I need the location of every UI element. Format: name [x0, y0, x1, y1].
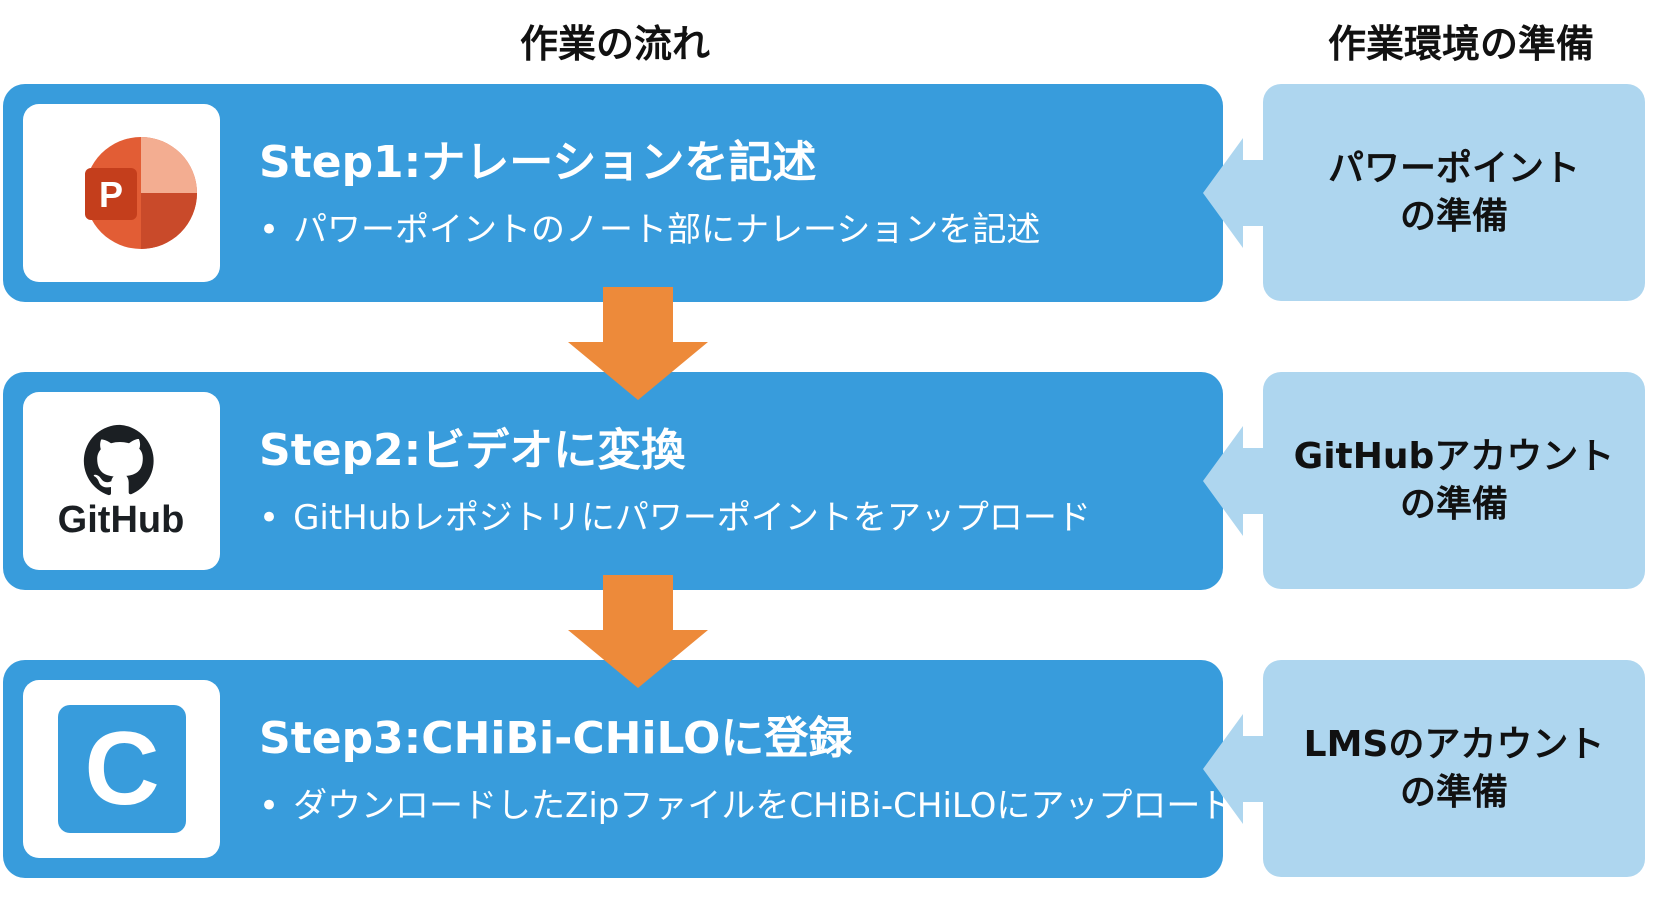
left-arrow-icon	[1203, 426, 1265, 536]
prep-lms-line2: の準備	[1399, 771, 1508, 813]
step-3-box: C Step3:CHiBi-CHiLOに登録 • ダウンロードしたZipファイルを…	[3, 660, 1234, 878]
powerpoint-icon: P	[23, 104, 220, 282]
prep-github-line2: の準備	[1399, 483, 1508, 525]
step-2-description-row: • GitHubレポジトリにパワーポイントをアップロード	[259, 490, 1091, 539]
step-3-description: ダウンロードしたZipファイルをCHiBi-CHiLOにアップロード	[293, 786, 1235, 826]
bullet: •	[259, 786, 280, 826]
prep-box-lms: LMSのアカウント の準備	[1263, 660, 1645, 877]
step-3-title: Step3:CHiBi-CHiLOに登録	[259, 713, 853, 764]
chibi-chilo-icon: C	[23, 680, 220, 858]
step-1-title: Step1:ナレーションを記述	[259, 137, 817, 188]
prep-lms-line1: LMSのアカウント	[1303, 723, 1605, 765]
prep-box-powerpoint: パワーポイント の準備	[1263, 84, 1645, 301]
powerpoint-icon-letter: P	[99, 174, 123, 215]
chibi-chilo-icon-letter: C	[84, 711, 159, 827]
step-3-description-row: • ダウンロードしたZipファイルをCHiBi-CHiLOにアップロード	[259, 778, 1234, 827]
down-arrow-icon	[568, 575, 708, 688]
prep-powerpoint-line1: パワーポイント	[1327, 147, 1580, 189]
step-2-box: GitHub Step2:ビデオに変換 • GitHubレポジトリにパワーポイント…	[3, 372, 1223, 590]
github-wordmark: GitHub	[58, 499, 185, 541]
environment-heading: 作業環境の準備	[1327, 22, 1594, 66]
prep-box-github: GitHubアカウント の準備	[1263, 372, 1645, 589]
github-icon: GitHub	[23, 392, 220, 570]
down-arrow-icon	[568, 287, 708, 400]
prep-github-line1: GitHubアカウント	[1293, 435, 1615, 477]
prep-powerpoint-line2: の準備	[1399, 195, 1508, 237]
bullet: •	[259, 210, 280, 250]
step-2-title: Step2:ビデオに変換	[259, 425, 686, 476]
step-1-description: パワーポイントのノート部にナレーションを記述	[293, 210, 1041, 250]
left-arrow-icon	[1203, 714, 1265, 824]
left-arrow-icon	[1203, 138, 1265, 248]
bullet: •	[259, 498, 280, 538]
step-2-description: GitHubレポジトリにパワーポイントをアップロード	[293, 498, 1091, 538]
step-1-description-row: • パワーポイントのノート部にナレーションを記述	[259, 202, 1040, 251]
step-1-box: P Step1:ナレーションを記述 • パワーポイントのノート部にナレーションを記…	[3, 84, 1223, 302]
workflow-heading: 作業の流れ	[519, 22, 710, 66]
